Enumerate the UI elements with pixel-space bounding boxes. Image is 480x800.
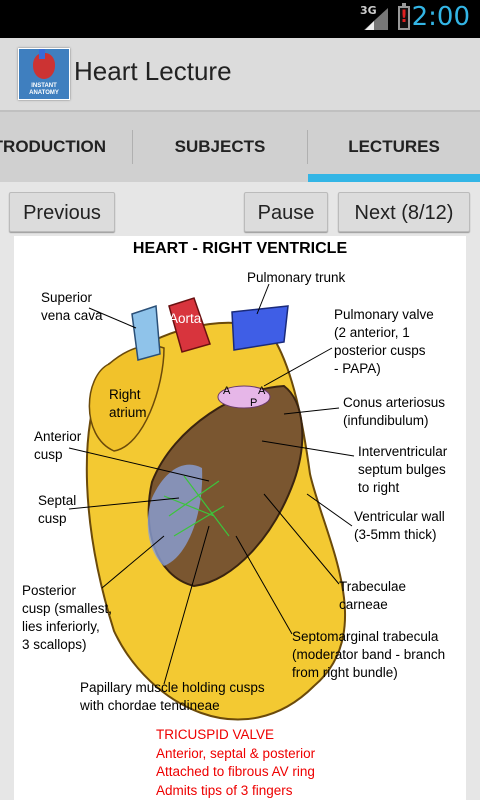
label-interventricular-3: to right	[358, 480, 400, 495]
heart-illustration	[68, 283, 355, 721]
tab-bar: TRODUCTION SUBJECTS LECTURES	[0, 112, 480, 182]
signal-icon	[364, 8, 388, 30]
label-cusp-a: A	[223, 385, 231, 397]
tricuspid-notes: TRICUSPID VALVE Anterior, septal & poste…	[156, 726, 315, 800]
label-pulmonary-valve-2: (2 anterior, 1	[334, 325, 410, 340]
label-interventricular-2: septum bulges	[358, 462, 446, 477]
label-aorta: Aorta	[169, 311, 202, 326]
tab-divider	[307, 130, 308, 164]
selected-tab-indicator	[308, 174, 480, 182]
label-conus-2: (infundibulum)	[343, 413, 429, 428]
label-ventricular-wall-2: (3-5mm thick)	[354, 527, 437, 542]
label-pulmonary-valve-4: - PAPA)	[334, 361, 381, 376]
label-papillary-1: Papillary muscle holding cusps	[80, 680, 265, 695]
status-bar: 3G ! 2:00	[0, 0, 480, 38]
lecture-slide: HEART - RIGHT VENTRICLE Pulmonary trunk …	[14, 236, 466, 800]
label-septomarginal-2: (moderator band - branch	[292, 647, 446, 662]
label-septal-cusp-1: Septal	[38, 493, 77, 508]
tab-label: LECTURES	[348, 137, 440, 156]
app-icon-text: INSTANT ANATOMY	[29, 83, 59, 96]
slide-title: HEART - RIGHT VENTRICLE	[132, 240, 348, 257]
previous-button[interactable]: Previous	[9, 192, 115, 232]
label-cusp-a2: A	[258, 385, 266, 397]
app-title: Heart Lecture	[74, 56, 232, 86]
next-button[interactable]: Next (8/12)	[338, 192, 470, 232]
tab-lectures[interactable]: LECTURES	[308, 112, 480, 182]
tab-introduction[interactable]: TRODUCTION	[0, 112, 132, 182]
label-interventricular-1: Interventricular	[358, 444, 448, 459]
tab-label: TRODUCTION	[0, 137, 106, 156]
label-trabeculae-2: carneae	[339, 597, 388, 612]
label-right-atrium-2: atrium	[109, 405, 147, 420]
tab-divider	[132, 130, 133, 164]
label-trabeculae-1: Trabeculae	[339, 579, 407, 594]
clock: 2:00	[411, 2, 470, 32]
label-septomarginal-3: from right bundle)	[292, 665, 398, 680]
pause-button[interactable]: Pause	[244, 192, 328, 232]
label-posterior-cusp-4: 3 scallops)	[22, 637, 87, 652]
note-line: Admits tips of 3 fingers	[156, 782, 293, 798]
label-cusp-p: P	[250, 397, 258, 409]
label-posterior-cusp-1: Posterior	[22, 583, 77, 598]
note-line: Attached to fibrous AV ring	[156, 764, 315, 779]
label-septomarginal-1: Septomarginal trabecula	[292, 629, 439, 644]
label-papillary-2: with chordae tendineae	[80, 698, 220, 713]
heart-icon	[33, 53, 55, 79]
label-anterior-cusp-1: Anterior	[34, 429, 82, 444]
label-pulmonary-valve-1: Pulmonary valve	[334, 307, 434, 322]
app-icon[interactable]: INSTANT ANATOMY	[18, 48, 70, 100]
label-pulmonary-valve-3: posterior cusps	[334, 343, 426, 358]
label-ventricular-wall-1: Ventricular wall	[354, 509, 445, 524]
note-line: TRICUSPID VALVE	[156, 727, 275, 742]
label-pulmonary-trunk: Pulmonary trunk	[247, 270, 346, 285]
label-right-atrium-1: Right	[109, 387, 141, 402]
label-septal-cusp-2: cusp	[38, 511, 67, 526]
label-posterior-cusp-3: lies inferiorly,	[22, 619, 100, 634]
label-svc-2: vena cava	[41, 308, 103, 323]
tab-label: SUBJECTS	[174, 137, 266, 156]
note-line: Anterior, septal & posterior	[156, 745, 316, 761]
label-posterior-cusp-2: cusp (smallest,	[22, 601, 113, 616]
tab-subjects[interactable]: SUBJECTS	[133, 112, 307, 182]
network-type: 3G	[360, 4, 377, 17]
label-anterior-cusp-2: cusp	[34, 447, 63, 462]
battery-low-icon: !	[398, 3, 410, 30]
label-conus-1: Conus arteriosus	[343, 395, 446, 410]
label-svc-1: Superior	[41, 290, 93, 305]
action-bar: INSTANT ANATOMY Heart Lecture	[0, 38, 480, 112]
